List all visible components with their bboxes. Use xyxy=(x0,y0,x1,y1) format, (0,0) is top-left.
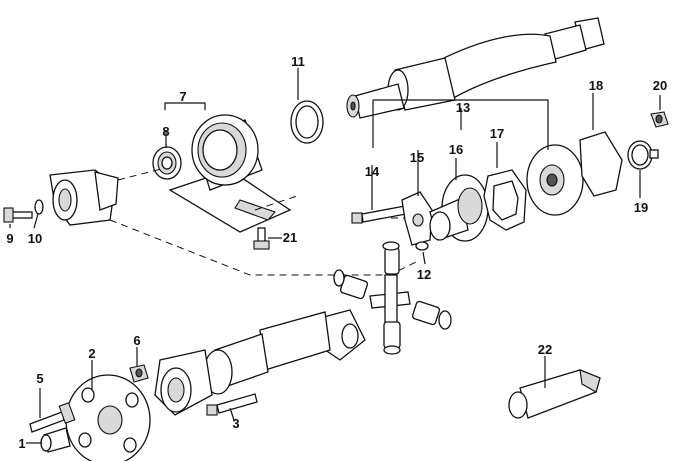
clip-part-19 xyxy=(627,140,659,170)
callout-6: 6 xyxy=(133,333,140,348)
callout-2: 2 xyxy=(88,346,95,361)
callout-19: 19 xyxy=(634,200,648,215)
flex-coupling-part-2 xyxy=(65,374,151,461)
callout-labels: 7 8 11 13 14 15 16 17 18 19 20 21 12 9 1… xyxy=(6,54,667,451)
callout-9: 9 xyxy=(6,231,13,246)
callout-22: 22 xyxy=(538,342,552,357)
sleeve-part-16 xyxy=(429,174,489,242)
grease-tube-part-22 xyxy=(508,369,601,419)
callout-5: 5 xyxy=(36,371,43,386)
callout-17: 17 xyxy=(490,126,504,141)
leader-lines xyxy=(9,68,661,444)
bolt-part-5 xyxy=(29,402,76,433)
callout-1: 1 xyxy=(18,436,25,451)
universal-joint xyxy=(333,241,452,355)
front-shaft-section xyxy=(154,309,366,416)
callout-11: 11 xyxy=(291,54,305,69)
callout-10: 10 xyxy=(28,231,42,246)
callout-8: 8 xyxy=(162,124,169,139)
flex-disc-part-18 xyxy=(526,131,623,216)
bolt-part-21 xyxy=(253,227,270,250)
callout-12: 12 xyxy=(417,267,431,282)
dashed-link-2 xyxy=(109,219,421,276)
nut-part-6 xyxy=(129,364,149,383)
callout-15: 15 xyxy=(410,150,424,165)
clamp-part-15 xyxy=(401,191,433,251)
callout-13: 13 xyxy=(456,100,470,115)
flange-yoke xyxy=(3,169,119,226)
nut-part-20 xyxy=(650,111,669,128)
center-bearing-assembly xyxy=(152,114,292,233)
dashed-link-4 xyxy=(254,194,301,211)
callout-16: 16 xyxy=(449,142,463,157)
callout-3: 3 xyxy=(232,416,239,431)
bolt-part-14 xyxy=(351,205,407,224)
callout-18: 18 xyxy=(589,78,603,93)
dashed-link-1 xyxy=(117,167,166,181)
rear-shaft-section xyxy=(346,17,605,119)
callout-20: 20 xyxy=(653,78,667,93)
callout-14: 14 xyxy=(365,164,380,179)
callout-21: 21 xyxy=(283,230,297,245)
gasket-part-17 xyxy=(483,169,527,231)
sleeve-part-1 xyxy=(40,427,71,453)
ring-part-11 xyxy=(290,100,324,144)
callout-7: 7 xyxy=(179,89,186,104)
bolt-part-3 xyxy=(206,393,258,416)
